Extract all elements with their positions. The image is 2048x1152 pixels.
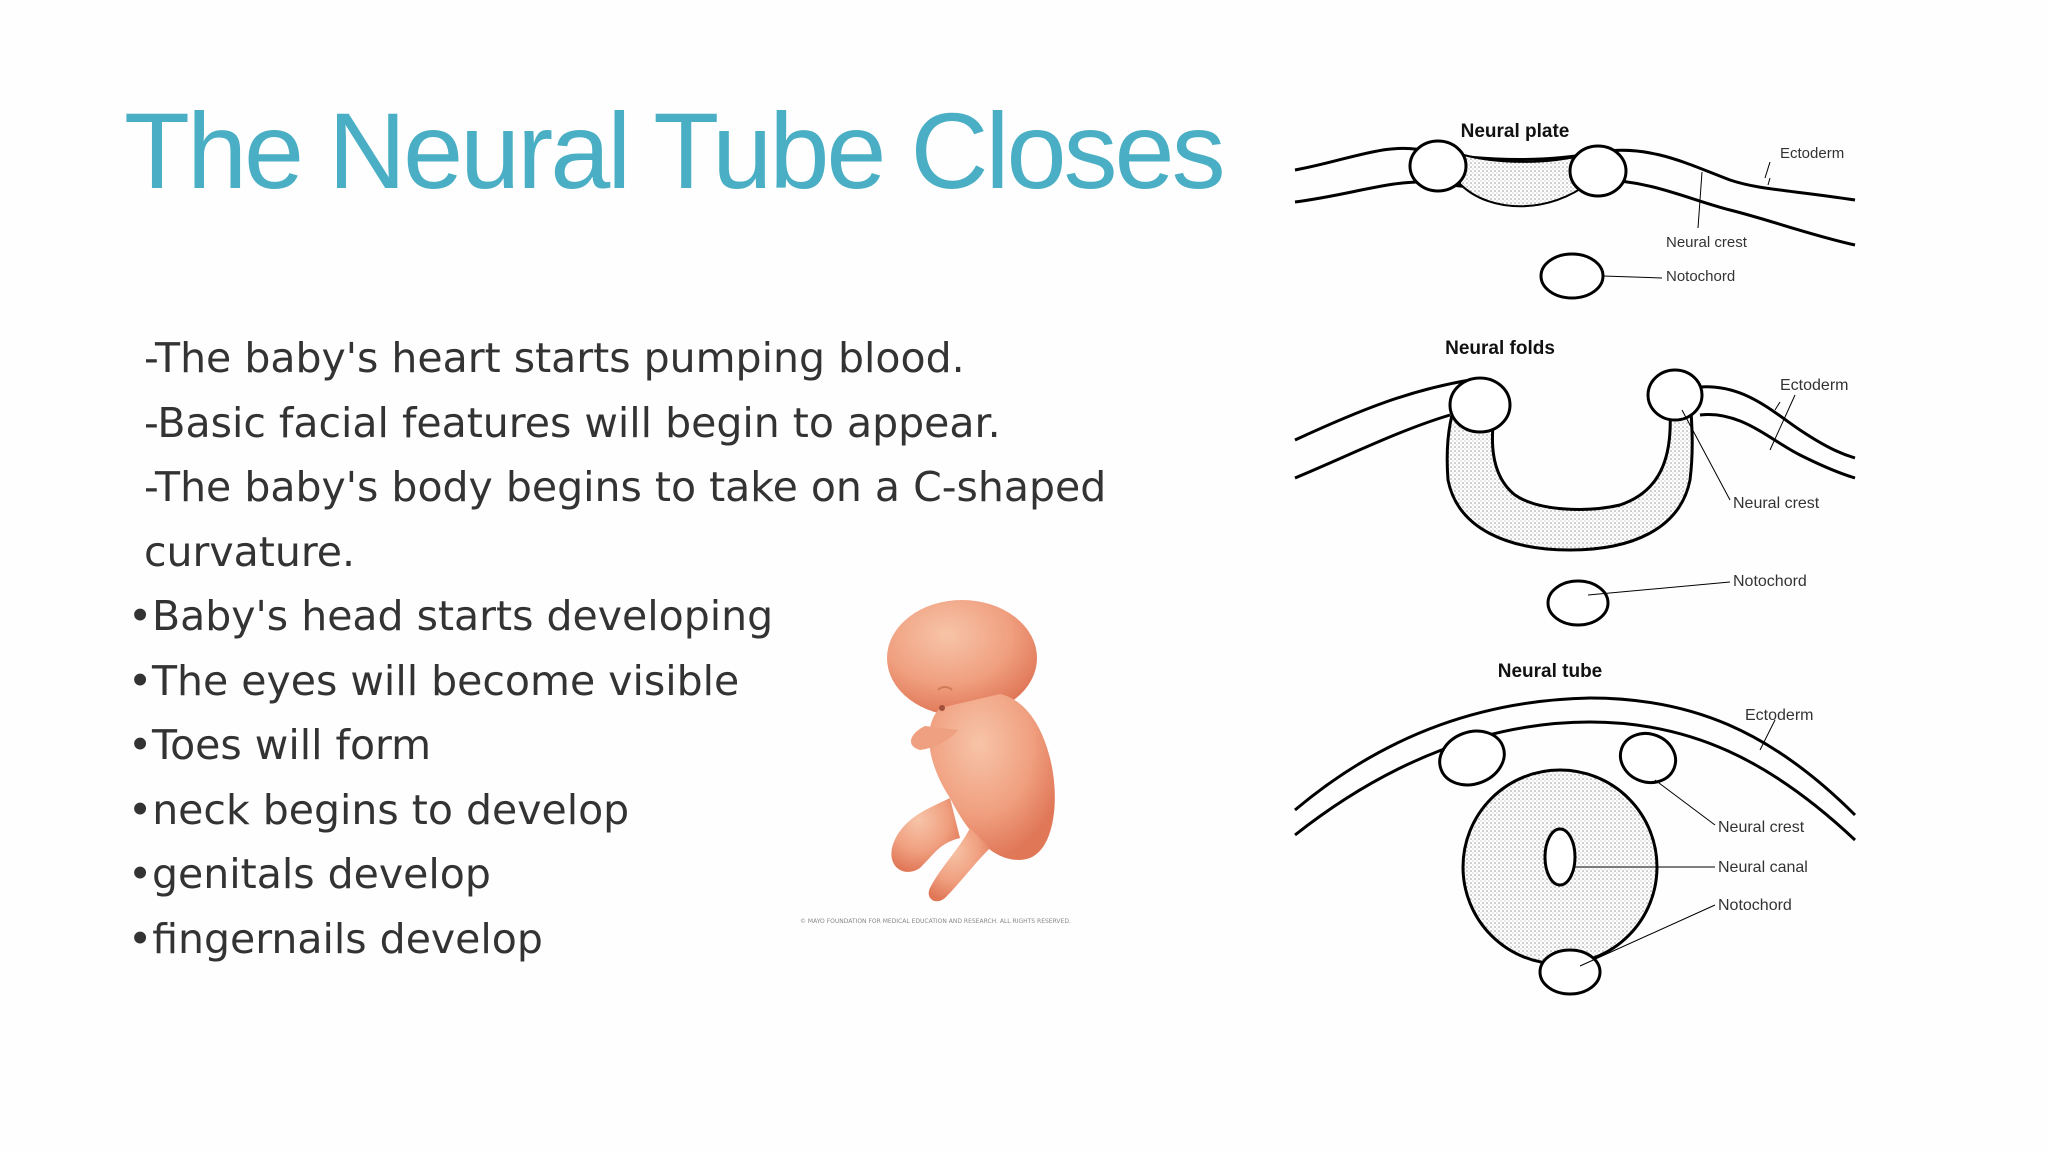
bullet-text: fingernails develop <box>152 914 543 963</box>
panel-neural-tube: Neural tube Ectoderm Neural crest Neural… <box>1294 661 1857 996</box>
bullet-item: •neck begins to develop <box>128 778 1028 843</box>
slide-title: The Neural Tube Closes <box>124 90 1226 211</box>
bullet-glyph: • <box>128 592 153 640</box>
embryo-illustration <box>887 600 1055 902</box>
text-line: -The baby's body begins to take on a C-s… <box>144 463 1107 511</box>
bullet-glyph: • <box>128 721 153 769</box>
bullet-glyph: • <box>128 914 153 963</box>
label-notochord: Notochord <box>1718 897 1792 914</box>
neural-tube-diagram: Neural plate Ectoderm Neural crest Notoc… <box>1294 121 1857 996</box>
panel-neural-plate: Neural plate Ectoderm Neural crest Notoc… <box>1294 121 1856 300</box>
bullet-item: •The eyes will become visible <box>128 649 1028 714</box>
bullet-glyph: • <box>128 850 153 898</box>
label-ectoderm: Ectoderm <box>1745 707 1813 724</box>
bullet-item: •Toes will form <box>128 713 1028 778</box>
label-neural-crest: Neural crest <box>1666 234 1748 251</box>
bullet-text: Baby's head starts developing <box>152 592 774 640</box>
text-line: -Basic facial features will begin to app… <box>144 398 1001 447</box>
label-ectoderm: Ectoderm <box>1780 377 1848 394</box>
label-neural-crest: Neural crest <box>1718 819 1805 836</box>
bullet-text: genitals develop <box>152 850 491 898</box>
slide-body: -The baby's heart starts pumping blood. … <box>128 326 1107 972</box>
bullet-text: Toes will form <box>152 721 432 769</box>
bullet-glyph: • <box>128 656 153 705</box>
image-credit: © MAYO FOUNDATION FOR MEDICAL EDUCATION … <box>800 918 1071 925</box>
text-line: -The baby's heart starts pumping blood. <box>144 334 965 382</box>
panel-title: Neural tube <box>1498 661 1603 682</box>
label-notochord: Notochord <box>1733 573 1807 590</box>
bullet-item: •genitals develop <box>128 842 1028 907</box>
text-line: curvature. <box>144 527 356 576</box>
label-neural-crest: Neural crest <box>1733 495 1820 512</box>
bullet-glyph: • <box>128 785 153 834</box>
label-neural-canal: Neural canal <box>1718 859 1808 876</box>
bullet-text: The eyes will become visible <box>152 656 740 705</box>
label-notochord: Notochord <box>1666 268 1735 285</box>
panel-title: Neural plate <box>1461 121 1570 142</box>
bullet-item: •fingernails develop <box>128 907 1028 972</box>
panel-neural-folds: Neural folds Ectoderm Neural crest Notoc… <box>1294 338 1856 627</box>
panel-title: Neural folds <box>1445 338 1555 359</box>
bullet-item: •Baby's head starts developing <box>128 584 1028 649</box>
bullet-text: neck begins to develop <box>152 785 630 834</box>
label-ectoderm: Ectoderm <box>1780 145 1844 162</box>
